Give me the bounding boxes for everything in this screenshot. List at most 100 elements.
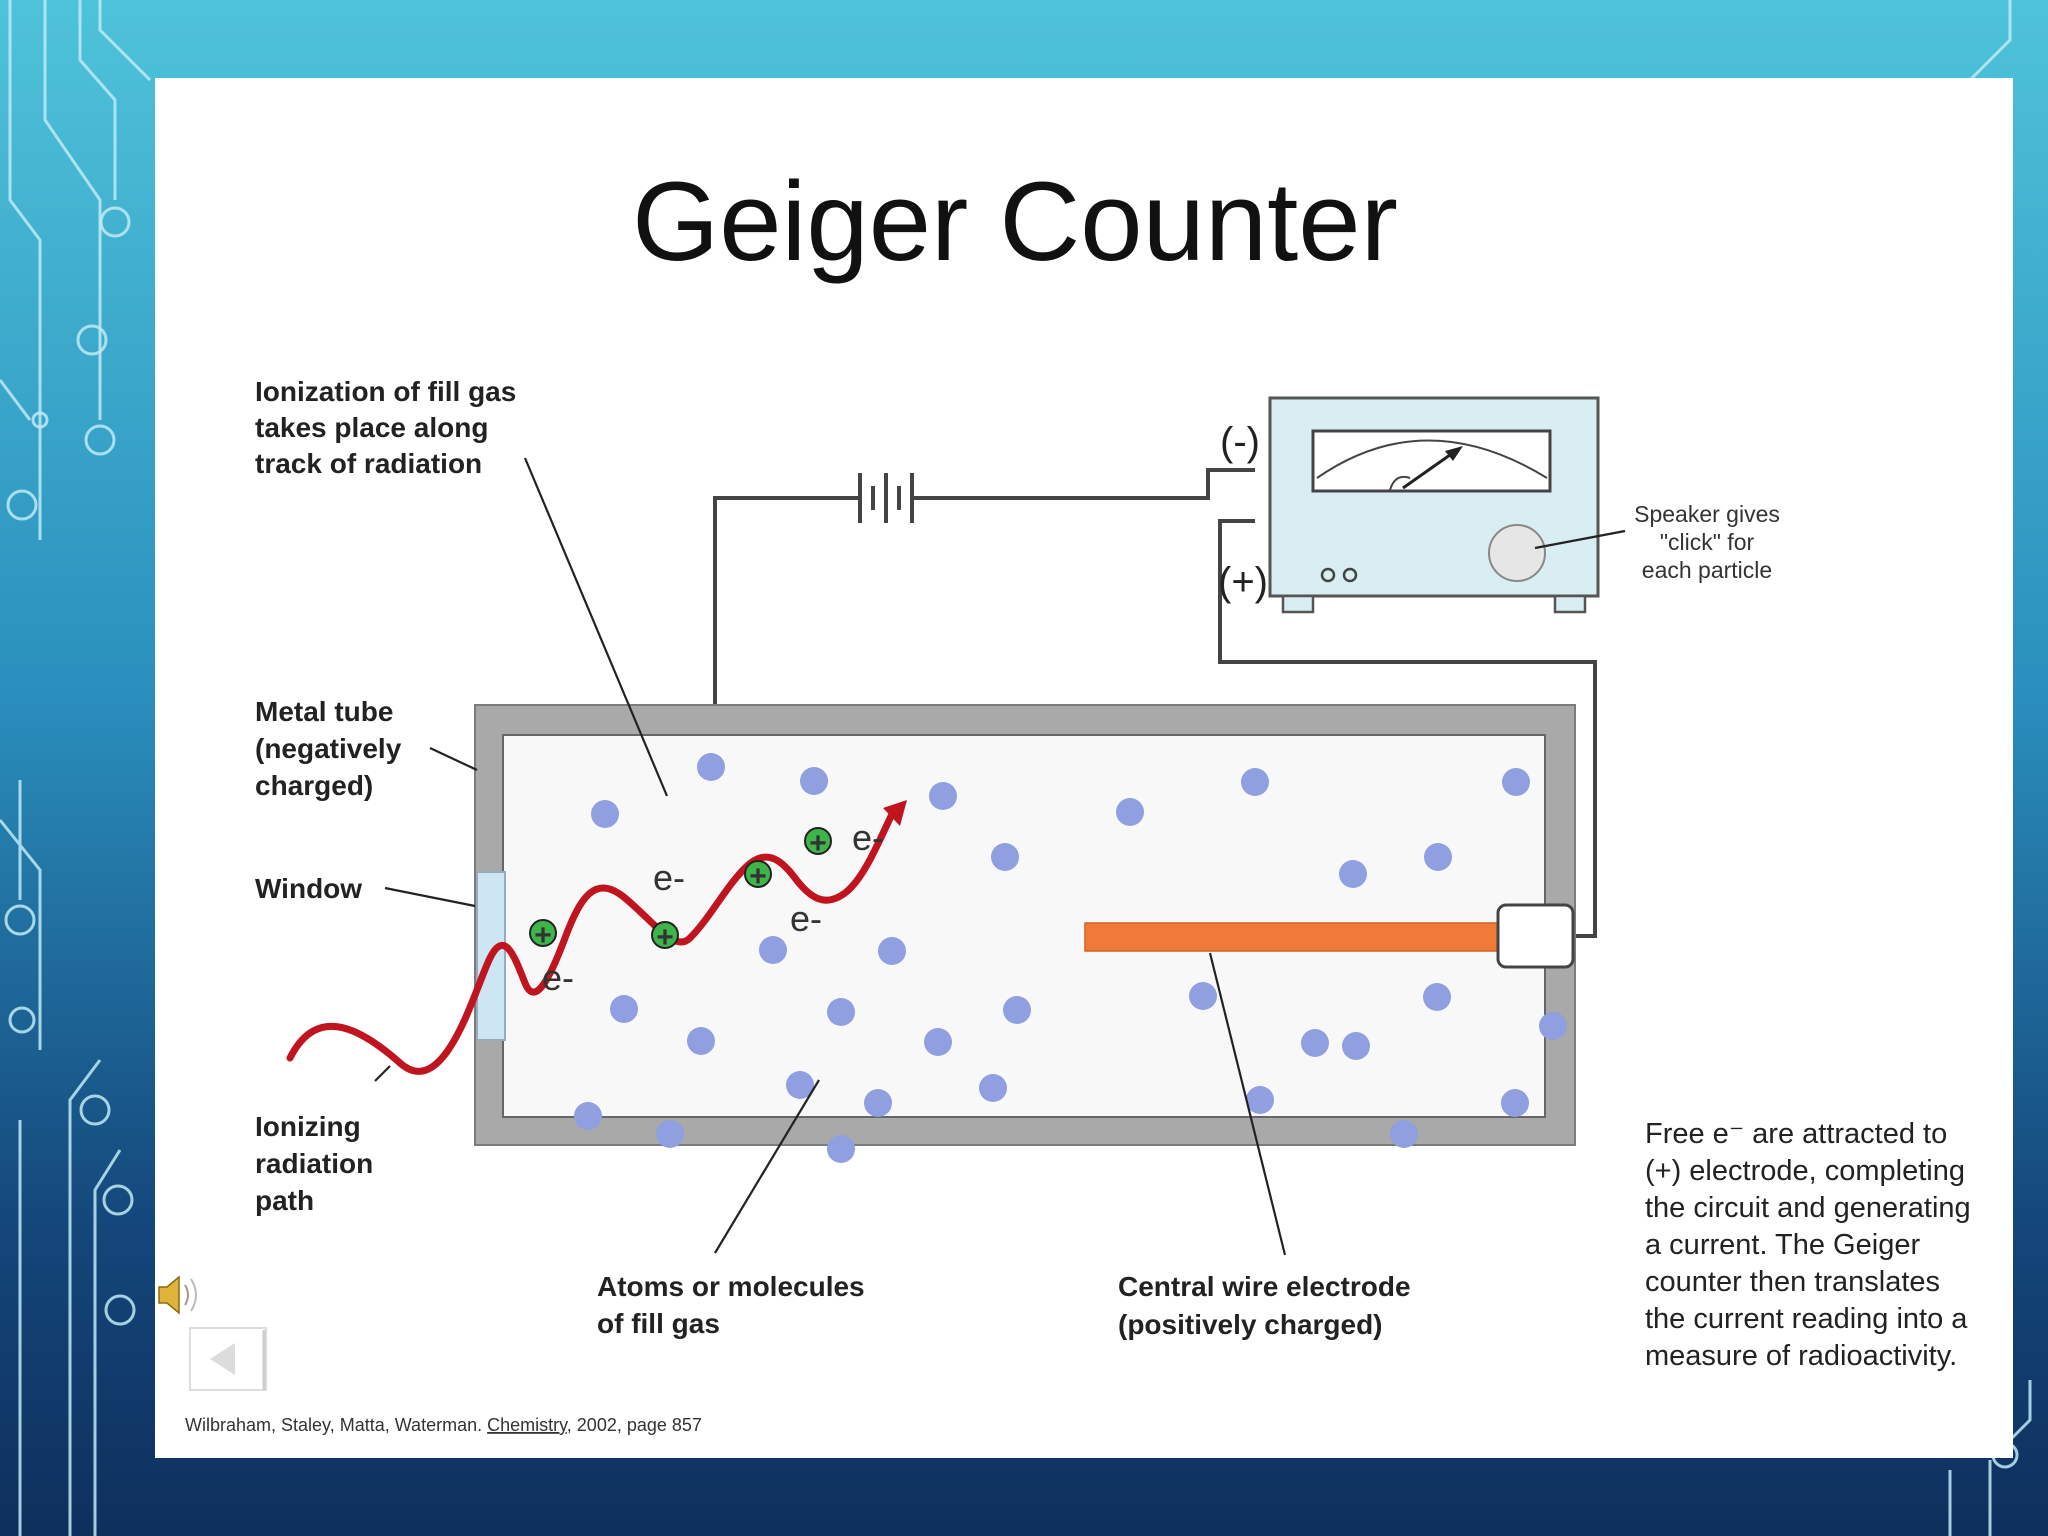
- gas-atom: [929, 782, 957, 810]
- electron-label: e-: [790, 898, 822, 939]
- gas-atom: [1342, 1032, 1370, 1060]
- ionization-label: Ionization of fill gas takes place along…: [255, 376, 516, 479]
- gas-atom: [786, 1071, 814, 1099]
- meter-needle: [1402, 448, 1458, 490]
- gas-atom: [1189, 982, 1217, 1010]
- tube-window: [476, 871, 506, 1041]
- meter-dial: [1311, 429, 1552, 493]
- svg-text:track of radiation: track of radiation: [255, 448, 482, 479]
- svg-text:a current. The Geiger: a current. The Geiger: [1645, 1229, 1920, 1261]
- gas-atom: [1301, 1029, 1329, 1057]
- electron-label: e-: [542, 957, 574, 998]
- gas-atom: [591, 800, 619, 828]
- central-wire-electrode: [1084, 903, 1575, 969]
- speaker-icon[interactable]: [158, 1275, 197, 1315]
- gas-atom: [800, 767, 828, 795]
- radiation-arrowhead: [883, 800, 907, 826]
- meter-knob: [1320, 567, 1336, 583]
- free-electrons-note: Free e⁻ are attracted to (+) electrode, …: [1645, 1118, 1971, 1372]
- svg-text:takes place along: takes place along: [255, 412, 488, 443]
- svg-text:of fill gas: of fill gas: [597, 1308, 720, 1339]
- svg-text:(negatively: (negatively: [255, 733, 402, 764]
- gas-atom: [1502, 768, 1530, 796]
- circuit-wire-positive: [1218, 519, 1597, 938]
- svg-text:the current reading into a: the current reading into a: [1645, 1303, 1968, 1335]
- svg-text:Central wire electrode: Central wire electrode: [1118, 1271, 1411, 1302]
- gas-atom: [924, 1028, 952, 1056]
- meter-scale-arc: [1316, 439, 1548, 479]
- gas-atom: [991, 843, 1019, 871]
- svg-text:Ionization of fill gas: Ionization of fill gas: [255, 376, 516, 407]
- gas-atom: [1539, 1012, 1567, 1040]
- gas-atom: [1501, 1089, 1529, 1117]
- svg-text:+: +: [656, 921, 674, 954]
- counter-meter: [1268, 396, 1600, 614]
- gas-atoms: [574, 753, 1567, 1163]
- gas-atom: [759, 936, 787, 964]
- electron-label: e-: [852, 817, 884, 858]
- leader-lines: [374, 457, 1287, 1256]
- slide: Geiger Counter (-) (+): [155, 78, 2013, 1458]
- svg-text:path: path: [255, 1185, 314, 1216]
- svg-text:each particle: each particle: [1642, 557, 1772, 583]
- gas-atom: [878, 937, 906, 965]
- electron-label: e-: [653, 857, 685, 898]
- svg-text:measure of radioactivity.: measure of radioactivity.: [1645, 1340, 1957, 1372]
- svg-text:Atoms or molecules: Atoms or molecules: [597, 1271, 865, 1302]
- meter-foot-right: [1553, 594, 1587, 614]
- gas-atom: [864, 1089, 892, 1117]
- svg-text:+: +: [749, 860, 767, 893]
- gas-atom: [1003, 996, 1031, 1024]
- meter-speaker-grille: [1488, 524, 1546, 582]
- meter-foot-left: [1281, 594, 1315, 614]
- svg-text:Ionizing: Ionizing: [255, 1111, 361, 1142]
- gas-atom: [656, 1120, 684, 1148]
- metal-tube-label: Metal tube (negatively charged): [255, 696, 402, 801]
- svg-text:radiation: radiation: [255, 1148, 373, 1179]
- slide-title: Geiger Counter: [632, 159, 1398, 284]
- meter-case: [1268, 396, 1600, 598]
- gas-atom: [1423, 983, 1451, 1011]
- gas-atom: [1246, 1086, 1274, 1114]
- positive-ion: +: [651, 921, 679, 954]
- svg-text:Metal tube: Metal tube: [255, 696, 393, 727]
- svg-text:counter then translates: counter then translates: [1645, 1266, 1940, 1298]
- gas-atom: [1339, 860, 1367, 888]
- gas-atom: [827, 1135, 855, 1163]
- svg-text:+: +: [534, 919, 552, 952]
- gas-atom: [687, 1027, 715, 1055]
- gas-atom: [1241, 768, 1269, 796]
- battery-symbol: [858, 473, 914, 523]
- radiation-path: [286, 804, 899, 1075]
- ion-pairs: + + + +: [529, 827, 832, 954]
- negative-terminal-label: (-): [1220, 420, 1260, 464]
- svg-text:+: +: [809, 827, 827, 860]
- circuit-wire-negative: [713, 468, 1255, 705]
- electrode-insulator: [1496, 903, 1575, 969]
- window-label: Window: [255, 873, 362, 904]
- meter-knob: [1342, 567, 1358, 583]
- electrode-rod: [1084, 922, 1541, 952]
- svg-text:(+) electrode, completing: (+) electrode, completing: [1645, 1155, 1965, 1187]
- citation: Wilbraham, Staley, Matta, Waterman. Chem…: [185, 1415, 702, 1435]
- free-electron-labels: e- e- e- e-: [542, 817, 884, 998]
- electrode-label: Central wire electrode (positively charg…: [1118, 1271, 1411, 1340]
- gas-atom: [827, 998, 855, 1026]
- positive-terminal-label: (+): [1218, 560, 1268, 604]
- svg-text:Free e⁻ are attracted to: Free e⁻ are attracted to: [1645, 1118, 1947, 1150]
- positive-ion: +: [529, 919, 557, 952]
- gas-atom: [1116, 798, 1144, 826]
- radiation-path-label: Ionizing radiation path: [255, 1111, 373, 1216]
- svg-text:charged): charged): [255, 770, 373, 801]
- positive-ion: +: [744, 860, 772, 893]
- svg-text:Speaker gives: Speaker gives: [1634, 501, 1780, 527]
- svg-text:"click" for: "click" for: [1660, 529, 1755, 555]
- gas-atom: [574, 1102, 602, 1130]
- svg-text:the circuit and generating: the circuit and generating: [1645, 1192, 1971, 1224]
- gas-atom: [979, 1074, 1007, 1102]
- gas-atom: [1424, 843, 1452, 871]
- speaker-leader-line: [1534, 529, 1626, 550]
- gas-atom: [1390, 1120, 1418, 1148]
- previous-slide-icon[interactable]: [189, 1327, 267, 1391]
